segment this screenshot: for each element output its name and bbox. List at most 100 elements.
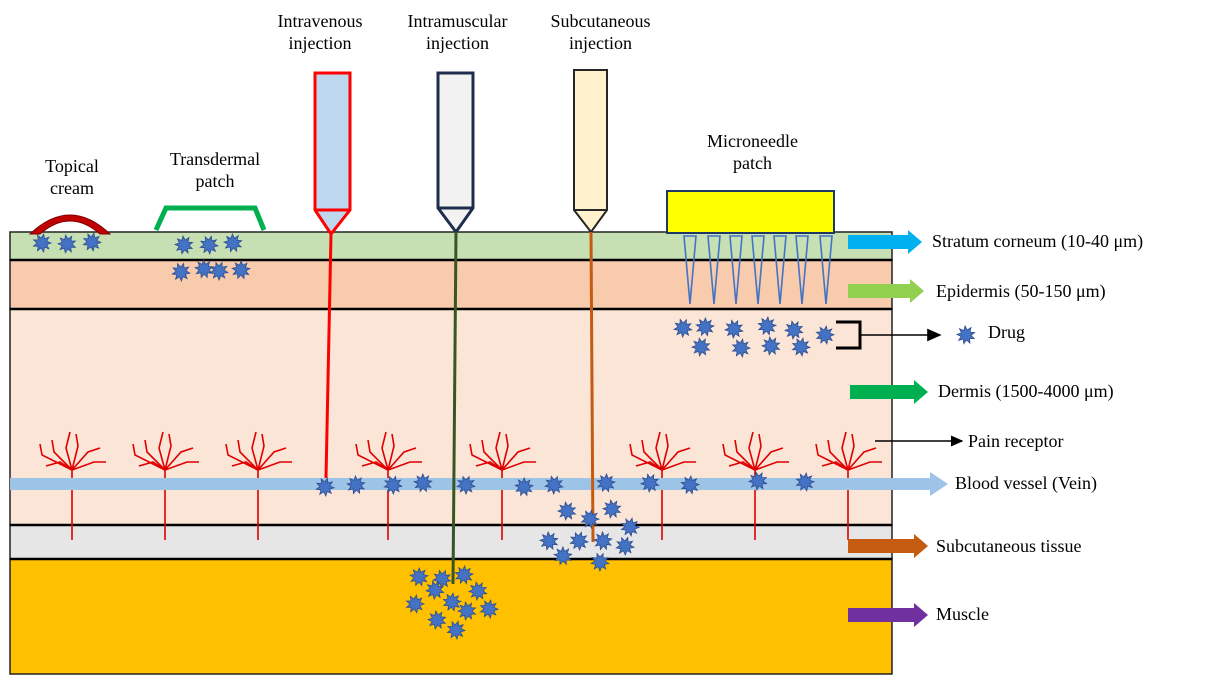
stratum-corneum-layer xyxy=(9,231,893,261)
drug-particle xyxy=(695,316,715,337)
muscle-layer xyxy=(9,558,893,675)
drug-particle xyxy=(620,517,641,537)
transdermal-patch xyxy=(153,205,267,232)
epidermis-arrow xyxy=(848,279,924,303)
stratum-corneum-arrow xyxy=(848,230,922,254)
subcutaneous-layer xyxy=(9,524,893,560)
intramuscular-label-line2: injection xyxy=(426,33,489,53)
drug-particle xyxy=(82,232,103,252)
drug-particle xyxy=(596,472,616,493)
drug-particle xyxy=(690,337,711,357)
subcutaneous-label-line2: injection xyxy=(569,33,632,53)
blood-vessel-label: Blood vessel (Vein) xyxy=(955,473,1097,493)
microneedle xyxy=(683,235,697,305)
drug-particle xyxy=(405,594,426,614)
muscle-arrow xyxy=(848,603,928,627)
drug-particle xyxy=(426,610,447,630)
microneedle xyxy=(707,235,721,305)
drug-particle xyxy=(454,564,475,585)
muscle-label: Muscle xyxy=(936,604,989,624)
drug-particle xyxy=(222,232,243,253)
drug-particle xyxy=(590,552,610,573)
topical-cream-label-line2: cream xyxy=(50,178,94,198)
blood-vessel-arrowhead xyxy=(930,472,948,496)
layer-label-arrows xyxy=(848,230,928,627)
drug-particle xyxy=(56,234,77,254)
intramuscular-label: Intramuscular injection xyxy=(390,10,525,54)
drug-particle xyxy=(456,475,476,496)
topical-cream xyxy=(28,214,112,235)
intramuscular-needle xyxy=(451,231,458,585)
drug-particle xyxy=(544,475,564,496)
microneedle xyxy=(795,235,809,305)
microneedle xyxy=(819,235,833,305)
drug-particle xyxy=(315,477,336,498)
drug-particle xyxy=(456,601,477,621)
drug-particle xyxy=(467,581,488,601)
epidermis-label: Epidermis (50-150 μm) xyxy=(936,281,1106,301)
microneedle-label-line1: Microneedle xyxy=(707,131,798,151)
dermis-arrow xyxy=(850,380,928,404)
pain-receptor xyxy=(815,431,882,540)
transdermal-patch-label-line1: Transdermal xyxy=(169,149,261,169)
drug-particle xyxy=(757,315,778,336)
drug-particle xyxy=(601,499,622,519)
drug-particle xyxy=(199,235,220,256)
drug-particle xyxy=(569,531,590,552)
topical-cream-label-line1: Topical xyxy=(45,156,99,176)
drug-particle xyxy=(731,338,752,358)
drug-particle xyxy=(409,566,429,587)
drug-particle xyxy=(791,337,812,357)
microneedle-patch-label: Microneedle patch xyxy=(685,130,820,174)
subcutaneous-syringe xyxy=(573,69,608,234)
dermis-label: Dermis (1500-4000 μm) xyxy=(938,381,1114,401)
drug-particle xyxy=(442,592,463,612)
microneedle-patch xyxy=(666,190,835,234)
drug-particle xyxy=(783,320,804,340)
intravenous-needle xyxy=(324,233,333,479)
pain-receptor xyxy=(722,431,789,540)
pain-receptor xyxy=(469,431,536,540)
microneedle xyxy=(729,235,743,305)
drug-particle xyxy=(955,324,976,345)
subcutaneous-needle xyxy=(589,231,595,543)
drug-particle xyxy=(615,536,635,557)
microneedle xyxy=(751,235,765,305)
drug-particle xyxy=(413,472,433,493)
transdermal-patch-label-line2: patch xyxy=(195,171,235,191)
drug-particle xyxy=(553,545,573,566)
drug-particles xyxy=(32,232,976,640)
drug-label: Drug xyxy=(988,322,1025,342)
pain-receptor-label: Pain receptor xyxy=(968,431,1064,451)
subcutaneous-tissue-label: Subcutaneous tissue xyxy=(936,536,1082,556)
drug-particle xyxy=(680,474,701,495)
subcutaneous-label: Subcutaneous injection xyxy=(533,10,668,54)
drug-particle xyxy=(556,501,577,521)
drug-particle xyxy=(514,476,534,497)
epidermis-layer xyxy=(9,259,893,310)
drug-particle xyxy=(593,530,613,551)
topical-cream-label: Topical cream xyxy=(22,155,122,199)
drug-particle xyxy=(231,259,251,280)
drug-particle xyxy=(479,599,500,619)
transdermal-patch-label: Transdermal patch xyxy=(150,148,280,192)
drug-particle xyxy=(580,509,601,529)
drug-particle xyxy=(209,261,229,282)
intravenous-label: Intravenous injection xyxy=(255,10,385,54)
drug-particle xyxy=(815,325,836,345)
intramuscular-label-line1: Intramuscular xyxy=(407,11,508,31)
drug-particle xyxy=(723,319,744,340)
drug-particle xyxy=(538,530,559,551)
microneedle xyxy=(773,235,787,305)
microneedles xyxy=(683,235,833,305)
drug-particle xyxy=(346,474,366,495)
drug-particle xyxy=(194,258,214,279)
drug-particle xyxy=(747,471,768,491)
drug-particle xyxy=(383,475,403,496)
intramuscular-syringe xyxy=(436,71,475,235)
intravenous-label-line2: injection xyxy=(288,33,352,53)
drug-particle xyxy=(32,233,53,253)
drug-particle xyxy=(673,318,693,339)
drug-particle xyxy=(424,580,445,601)
